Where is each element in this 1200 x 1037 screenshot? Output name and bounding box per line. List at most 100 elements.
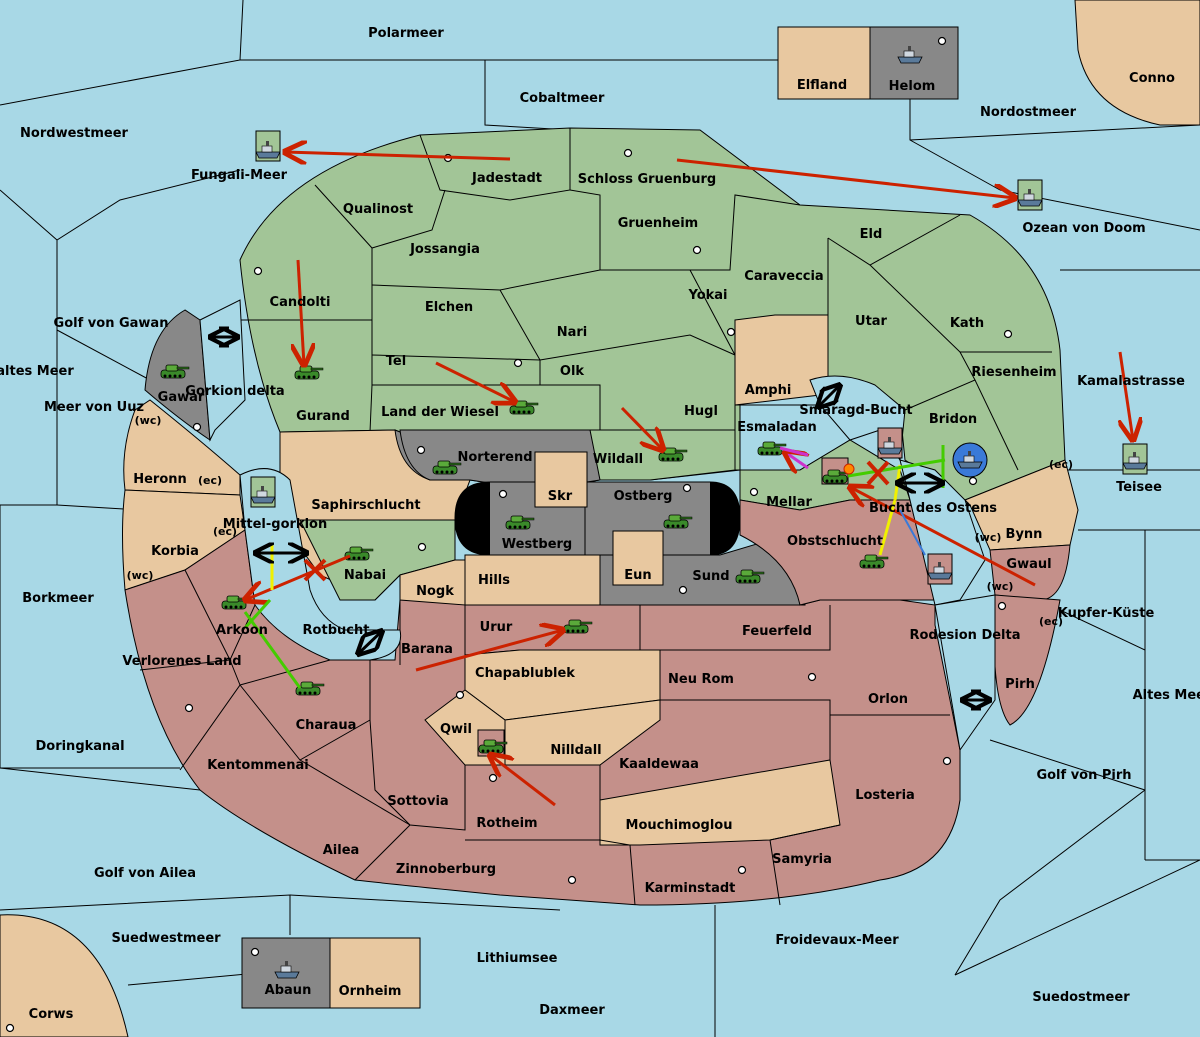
label-rodesion-delta: Rodesion Delta [909,628,1020,643]
units [160,45,1148,979]
label-gawar: Gawar [158,390,205,405]
coast-label: (ec) [1039,615,1063,628]
label-mellar: Mellar [766,495,812,510]
label-borkmeer: Borkmeer [22,591,94,606]
coast-label: (ec) [1049,458,1073,471]
label-sottovia: Sottovia [387,794,448,809]
province-elfland[interactable] [777,26,871,100]
label-samyria: Samyria [772,852,832,867]
label-altes-meer: Altes Meer [1133,688,1200,703]
province-ornheim[interactable] [329,937,421,1009]
label-nilldall: Nilldall [550,743,601,758]
label-skr: Skr [548,489,573,504]
label-esmaladan: Esmaladan [737,420,817,435]
label-gruenheim: Gruenheim [618,216,698,231]
label-schloss-gruenburg: Schloss Gruenburg [578,172,716,187]
label-saphirschlucht: Saphirschlucht [311,498,420,513]
label-mouchimoglou: Mouchimoglou [626,818,733,833]
label-kentommenai: Kentommenai [207,758,308,773]
label-gorkion-delta: Gorkion delta [185,384,284,399]
label-polarmeer: Polarmeer [368,26,444,41]
label-golf-von-gawan: Golf von Gawan [54,316,169,331]
supply-centers [5,36,1013,1033]
label-sund: Sund [692,569,729,584]
label-jossangia: Jossangia [409,242,480,257]
label-golf-von-pirh: Golf von Pirh [1036,768,1131,783]
label-jadestadt: Jadestadt [471,171,542,186]
label-meer-von-uuz: Meer von Uuz [44,400,144,415]
label-rotheim: Rotheim [476,816,537,831]
label-utar: Utar [855,314,888,329]
label-heronn: Heronn [133,472,187,487]
label-karminstadt: Karminstadt [645,881,736,896]
label-zinnoberburg: Zinnoberburg [396,862,496,877]
label-teisee: Teisee [1116,480,1162,495]
label-neu-rom: Neu Rom [668,672,734,687]
label-helom: Helom [889,79,936,94]
labels: Polarmeer Cobaltmeer Nordostmeer Nordwes… [0,26,1200,1022]
label-abaun: Abaun [265,983,312,998]
label-kath: Kath [950,316,984,331]
label-norterend: Norterend [457,450,532,465]
label-orlon: Orlon [868,692,908,707]
adjacency-arrows [210,337,990,700]
label-land-der-wiesel: Land der Wiesel [381,405,499,420]
label-olk: Olk [560,364,585,379]
label-cobaltmeer: Cobaltmeer [520,91,605,106]
red-borders [139,569,950,906]
province-conno[interactable] [1074,0,1200,126]
label-eld: Eld [860,227,883,242]
label-wildall: Wildall [593,452,643,467]
label-hills: Hills [478,573,510,588]
label-golf-von-ailea: Golf von Ailea [94,866,196,881]
label-kamalastrasse: Kamalastrasse [1077,374,1185,389]
label-bynn: Bynn [1006,527,1043,542]
label-kaltes-meer: Kaltes Meer [0,364,74,379]
sea-mittelgorkion-rotbucht[interactable] [239,468,402,661]
coast-label: (ec) [198,474,222,487]
label-nari: Nari [557,325,588,340]
label-bucht-des-ostens: Bucht des Ostens [869,501,997,516]
label-korbia: Korbia [151,544,199,559]
label-suedostmeer: Suedostmeer [1032,990,1130,1005]
label-kaaldewaa: Kaaldewaa [619,757,699,772]
label-nordwestmeer: Nordwestmeer [20,126,128,141]
label-elfland: Elfland [797,78,847,93]
label-mittelgorkion: Mittel-gorkion [223,517,327,532]
label-candolti: Candolti [270,295,331,310]
label-westberg: Westberg [502,537,572,552]
label-conno: Conno [1129,71,1175,86]
sea-rodesion-delta[interactable] [934,594,996,752]
label-obstschlucht: Obstschlucht [787,534,883,549]
label-pirh: Pirh [1005,677,1035,692]
label-nogk: Nogk [416,584,454,599]
label-elchen: Elchen [425,300,473,315]
label-barana: Barana [401,642,453,657]
label-fungali-meer: Fungali-Meer [191,168,288,183]
label-amphi: Amphi [745,383,792,398]
label-nabai: Nabai [344,568,386,583]
oval-left-cap [455,482,490,555]
province-skr[interactable] [534,451,588,508]
label-urur: Urur [480,620,513,635]
province-westberg-ostberg[interactable] [454,481,741,556]
coast-label: (wc) [975,531,1002,544]
label-yokai: Yokai [687,288,727,303]
label-charaua: Charaua [296,718,357,733]
label-riesenheim: Riesenheim [971,365,1056,380]
label-bridon: Bridon [929,412,977,427]
label-hugl: Hugl [684,404,718,419]
label-eun: Eun [624,568,651,583]
label-corws: Corws [29,1007,74,1022]
label-kupfer-kueste: Kupfer-Küste [1058,606,1155,621]
label-caraveccia: Caraveccia [744,269,823,284]
label-gwaul: Gwaul [1006,557,1051,572]
label-doringkanal: Doringkanal [35,739,124,754]
label-ailea: Ailea [323,843,360,858]
label-qwil: Qwil [440,722,472,737]
province-corws[interactable] [0,914,129,1037]
coast-label: (ec) [213,525,237,538]
province-eun[interactable] [612,530,664,586]
